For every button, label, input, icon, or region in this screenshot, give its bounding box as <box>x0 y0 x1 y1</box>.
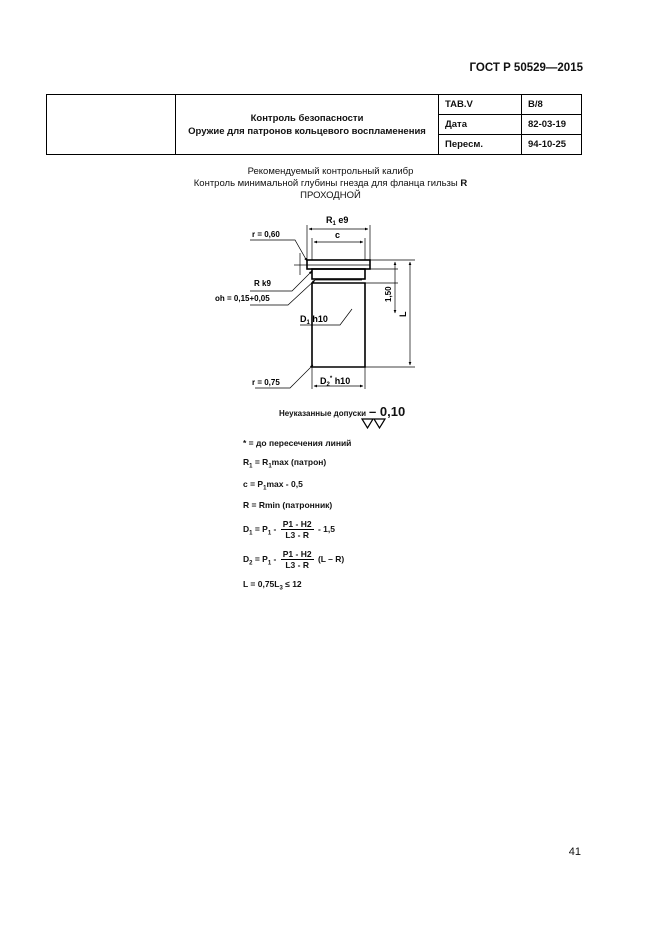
formula-notes: * = до пересечения линий R1 = R1max (пат… <box>243 438 351 601</box>
gauge-drawing: R1 e9 c r = 0,60 R k9 oh = 0,15+0,05 D1 … <box>215 215 415 389</box>
r-bottom-label: r = 0,75 <box>252 378 280 387</box>
logo-cell <box>46 94 176 155</box>
title-cell: Контроль безопасности Оружие для патроно… <box>175 94 439 155</box>
title-line-1: Контроль безопасности <box>250 112 364 124</box>
info-table: Контроль безопасности Оружие для патроно… <box>46 94 582 155</box>
note-r1: R1 = R1max (патрон) <box>243 457 327 470</box>
note-r: R = Rmin (патронник) <box>243 500 333 511</box>
note-l: L = 0,75L3 ≤ 12 <box>243 579 302 593</box>
tolerance-note: Неуказанные допуски– 0,10 <box>279 404 405 419</box>
d1-label: D1 h10 <box>300 314 328 326</box>
dim-150-label: 1,50 <box>384 286 393 302</box>
note-c: c = P1max - 0,5 <box>243 478 303 492</box>
caption-line-2-bold: R <box>460 178 468 189</box>
note-intersection: * = до пересечения линий <box>243 438 352 448</box>
key-date: Дата <box>438 114 522 135</box>
roughness-triangles-icon <box>361 418 387 430</box>
tolerance-value: – 0,10 <box>369 404 406 419</box>
caption-line-2-text: Контроль минимальной глубины гнезда для … <box>193 178 461 189</box>
title-line-2: Оружие для патронов кольцевого воспламен… <box>188 125 426 137</box>
value-tab: B/8 <box>521 94 582 115</box>
caption-line-3: ПРОХОДНОЙ <box>300 190 361 201</box>
dim-l-label: L <box>398 311 408 317</box>
r1-e9-label: R1 e9 <box>326 215 348 227</box>
key-tab: TAB.V <box>438 94 522 115</box>
caption-line-1: Рекомендуемый контрольный калибр <box>247 166 414 177</box>
r-k9-label: R k9 <box>254 279 271 288</box>
caption: Рекомендуемый контрольный калибр Контрол… <box>0 166 661 202</box>
page-number: 41 <box>568 846 581 858</box>
value-revised: 94-10-25 <box>521 134 582 155</box>
key-revised: Пересм. <box>438 134 522 155</box>
gauge-head <box>306 259 371 270</box>
value-date: 82-03-19 <box>521 114 582 135</box>
standard-number: ГОСТ Р 50529—2015 <box>469 62 583 74</box>
r-top-label: r = 0,60 <box>252 230 280 239</box>
oh-label: oh = 0,15+0,05 <box>215 294 270 303</box>
caption-line-2: Контроль минимальной глубины гнезда для … <box>0 178 661 190</box>
d2-label: D2* h10 <box>320 376 350 388</box>
tolerance-label: Неуказанные допуски <box>279 409 367 418</box>
gauge-neck <box>311 268 366 280</box>
c-label: c <box>335 230 340 240</box>
